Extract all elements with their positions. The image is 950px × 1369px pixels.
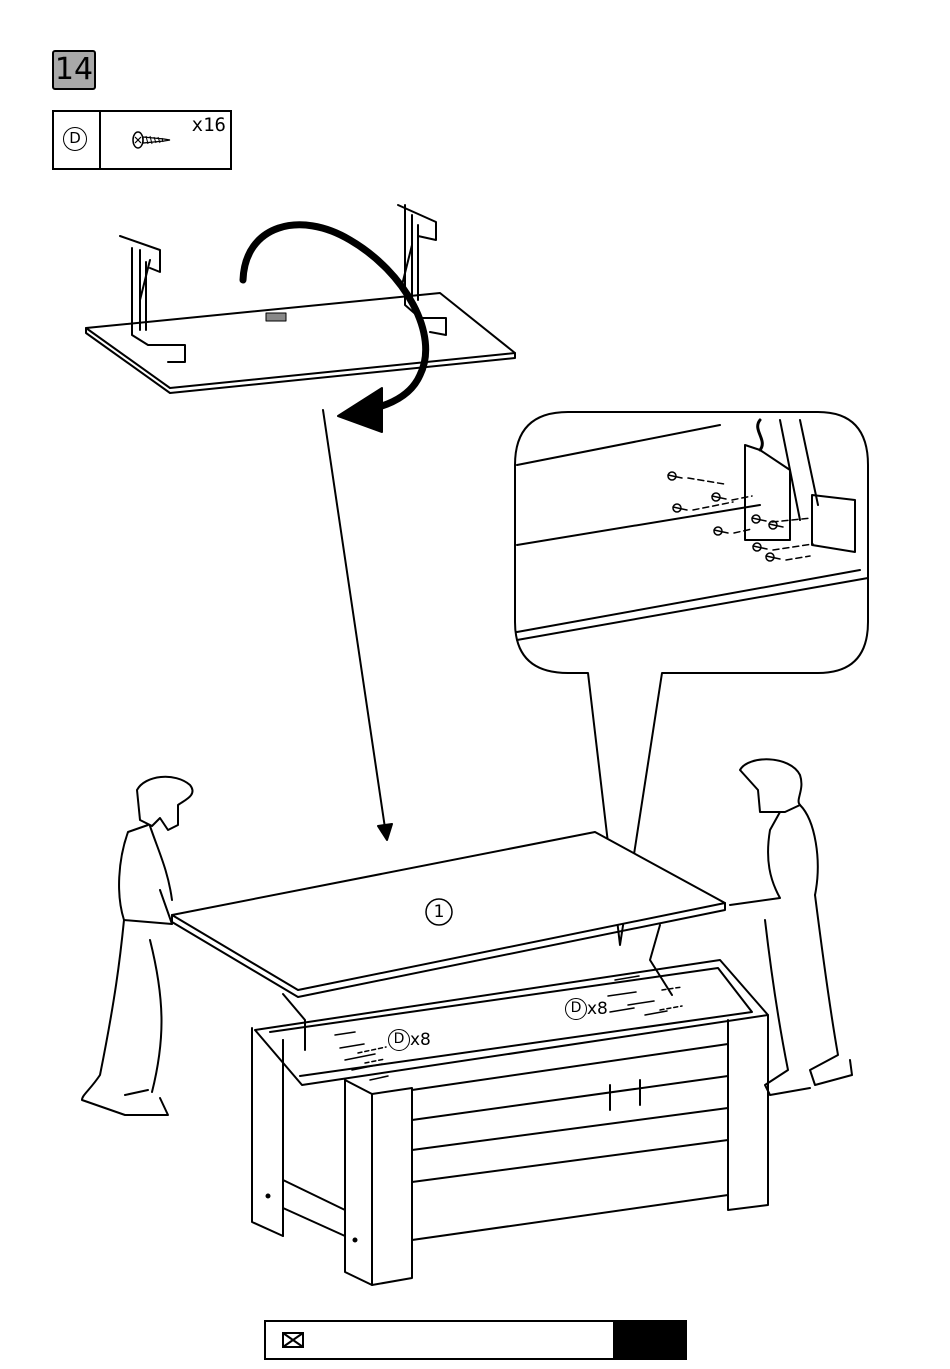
footer-bar	[264, 1320, 687, 1360]
footer-dark-block	[613, 1322, 685, 1358]
down-arrow-icon	[323, 410, 392, 840]
person-right	[730, 759, 852, 1095]
rotate-arrow-icon	[243, 225, 426, 432]
envelope-icon	[282, 1331, 304, 1349]
panel-label: 1	[426, 900, 452, 924]
tabletop-with-mechanism	[86, 205, 515, 393]
callout-letter: D	[388, 1029, 410, 1051]
callout-quantity: x8	[410, 1030, 431, 1050]
callout-quantity: x8	[587, 999, 608, 1019]
callout-letter: D	[565, 998, 587, 1020]
person-left	[82, 777, 193, 1115]
